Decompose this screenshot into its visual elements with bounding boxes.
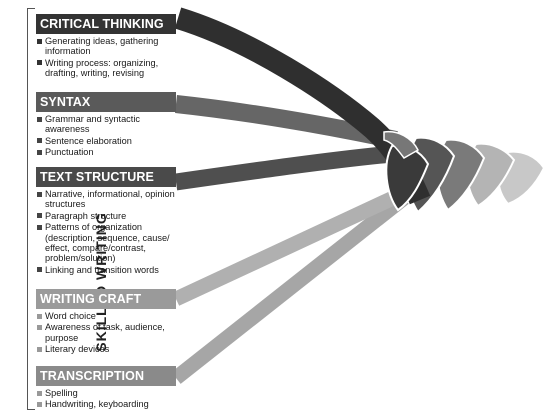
list-item: Patterns of organization (description, s… — [36, 222, 176, 263]
item-list: Word choice Awareness of task, audience,… — [36, 311, 176, 355]
list-item: Handwriting, keyboarding — [36, 399, 176, 409]
list-item: Punctuation — [36, 147, 176, 157]
section-header: TRANSCRIPTION — [36, 366, 176, 386]
list-item: Paragraph structure — [36, 211, 176, 221]
list-item: Spelling — [36, 388, 176, 398]
item-list: Spelling Handwriting, keyboarding — [36, 388, 176, 410]
strand-text-structure — [174, 145, 393, 191]
section-header: TEXT STRUCTURE — [36, 167, 176, 187]
section-writing-craft: WRITING CRAFT Word choice Awareness of t… — [36, 289, 176, 356]
section-text-structure: TEXT STRUCTURE Narrative, informational,… — [36, 167, 176, 276]
section-syntax: SYNTAX Grammar and syntactic awareness S… — [36, 92, 176, 159]
list-item: Linking and transition words — [36, 265, 176, 275]
section-transcription: TRANSCRIPTION Spelling Handwriting, keyb… — [36, 366, 176, 411]
braid-cap — [383, 130, 419, 159]
section-header: SYNTAX — [36, 92, 176, 112]
item-list: Generating ideas, gathering information … — [36, 36, 176, 78]
section-header: CRITICAL THINKING — [36, 14, 176, 34]
item-list: Narrative, informational, opinion struct… — [36, 189, 176, 275]
section-critical-thinking: CRITICAL THINKING Generating ideas, gath… — [36, 14, 176, 80]
list-item: Narrative, informational, opinion struct… — [36, 189, 176, 210]
strand-transcription — [171, 192, 409, 384]
bracket-line — [27, 8, 35, 410]
list-item: Literary devices — [36, 344, 176, 354]
list-item: Awareness of task, audience, purpose — [36, 322, 176, 343]
list-item: Grammar and syntactic awareness — [36, 114, 176, 135]
list-item: Sentence elaboration — [36, 136, 176, 146]
list-item: Writing process: organizing, drafting, w… — [36, 58, 176, 79]
section-header: WRITING CRAFT — [36, 289, 176, 309]
list-item: Word choice — [36, 311, 176, 321]
list-item: Generating ideas, gathering information — [36, 36, 176, 57]
strand-writing-craft — [172, 185, 410, 306]
item-list: Grammar and syntactic awareness Sentence… — [36, 114, 176, 158]
